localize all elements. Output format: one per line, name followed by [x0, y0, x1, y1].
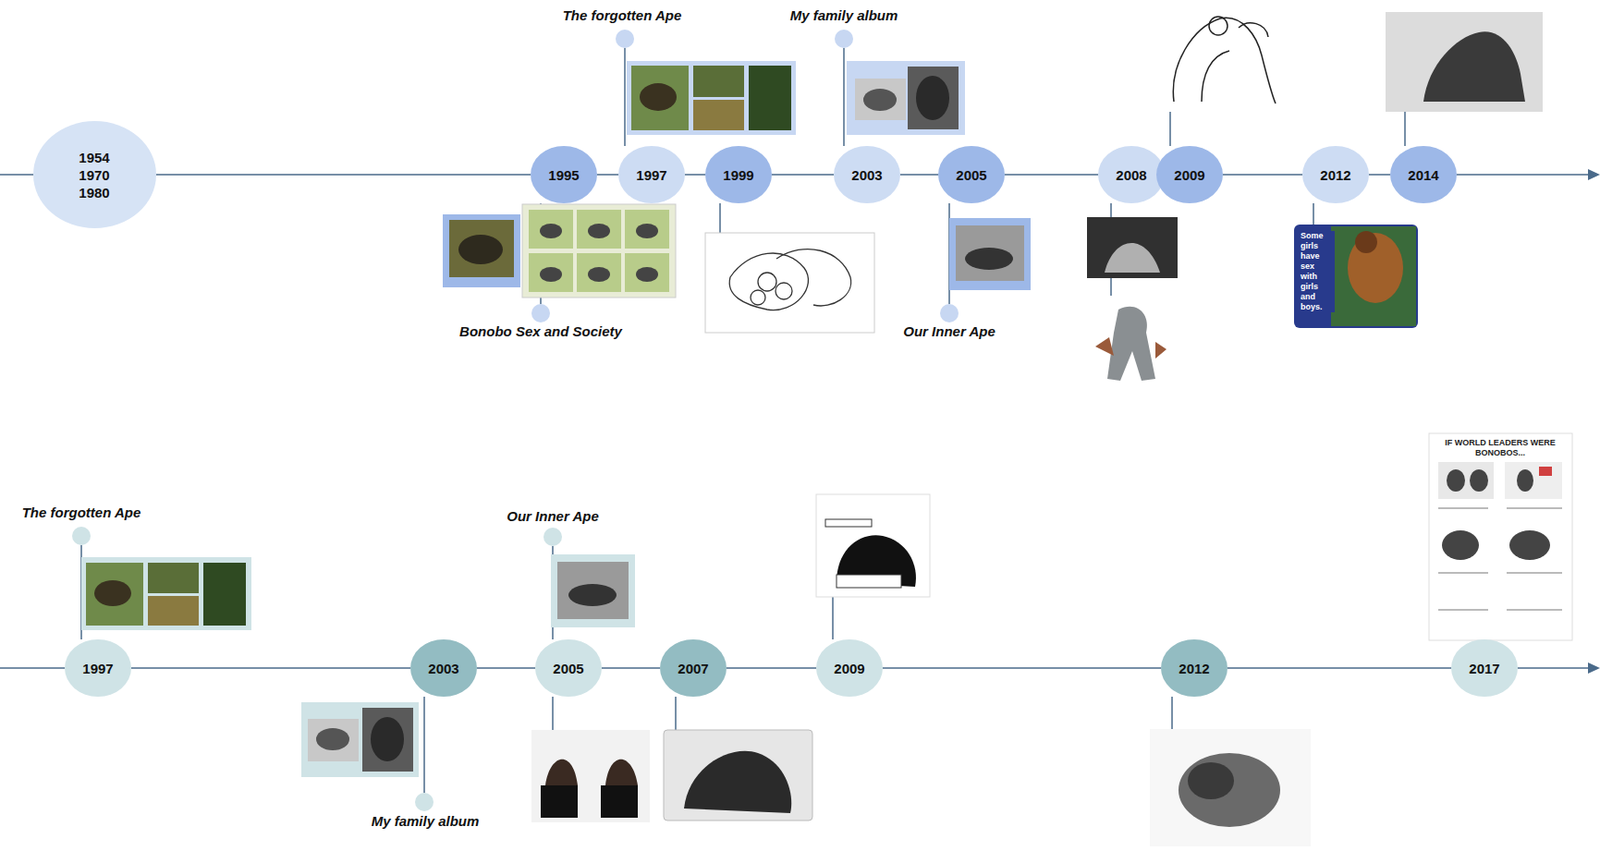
book-title: Our Inner Ape	[900, 323, 998, 340]
timeline-segment	[601, 668, 660, 670]
book-title: My family album	[787, 7, 902, 24]
year-text: 2017	[1468, 659, 1500, 678]
year-circle: 1997	[618, 146, 685, 204]
year-text: 2012	[1178, 659, 1210, 678]
timeline-segment	[156, 174, 532, 176]
year-text: 2008	[1115, 166, 1147, 184]
timeline-segment	[597, 174, 619, 176]
year-circle: 2017	[1451, 639, 1518, 697]
timeline-segment	[131, 668, 411, 670]
timeline-segment	[1004, 174, 1099, 176]
year-text: 2003	[427, 659, 459, 678]
year-circle: 1999	[705, 146, 772, 204]
year-text: 2009	[833, 659, 865, 678]
timeline-segment	[476, 668, 536, 670]
year-circle: 2012	[1302, 146, 1369, 204]
timeline-segment	[1227, 668, 1452, 670]
year-circle: 1954 1970 1980	[33, 121, 157, 229]
year-circle: 2008	[1098, 146, 1165, 204]
year-circle: 2012	[1160, 639, 1228, 697]
year-text: 2005	[955, 166, 987, 184]
year-text: 1997	[635, 166, 667, 184]
timeline-segment	[1222, 174, 1303, 176]
year-text: 1999	[722, 166, 754, 184]
book-title: The forgotten Ape	[560, 7, 685, 24]
year-text: 2003	[851, 166, 882, 184]
year-text: 2012	[1319, 166, 1351, 184]
year-text: 2007	[677, 659, 709, 678]
year-circle: 2005	[535, 639, 602, 697]
year-text: 2005	[552, 659, 584, 678]
year-circle: 1997	[64, 639, 132, 697]
timeline-segment	[771, 174, 834, 176]
year-text: 1995	[548, 166, 579, 184]
year-text: 2014	[1407, 166, 1439, 184]
comic-title: IF WORLD LEADERS WERE BONOBOS...	[1432, 438, 1568, 459]
year-circle: 2009	[1156, 146, 1223, 204]
year-circle: 1995	[530, 146, 598, 204]
year-circle: 2007	[659, 639, 727, 697]
year-circle: 2003	[833, 146, 901, 204]
image-text: Some girls have sex with girls and boys.	[1297, 231, 1335, 313]
book-title: My family album	[368, 813, 483, 830]
year-circle: 2014	[1390, 146, 1457, 204]
book-title: Our Inner Ape	[503, 508, 601, 525]
timeline-segment	[684, 174, 706, 176]
year-circle: 2005	[938, 146, 1005, 204]
timeline-segment	[1368, 174, 1391, 176]
year-circle: 2003	[410, 639, 477, 697]
book-title: Bonobo Sex and Society	[456, 323, 625, 340]
year-text: 1954 1970 1980	[73, 148, 115, 202]
year-text: 1997	[82, 659, 113, 678]
year-circle: 2009	[816, 639, 883, 697]
timeline-segment	[726, 668, 817, 670]
book-title: The forgotten Ape	[19, 504, 145, 521]
timeline-segment	[882, 668, 1161, 670]
year-text: 2009	[1173, 166, 1205, 184]
timeline-segment	[900, 174, 939, 176]
